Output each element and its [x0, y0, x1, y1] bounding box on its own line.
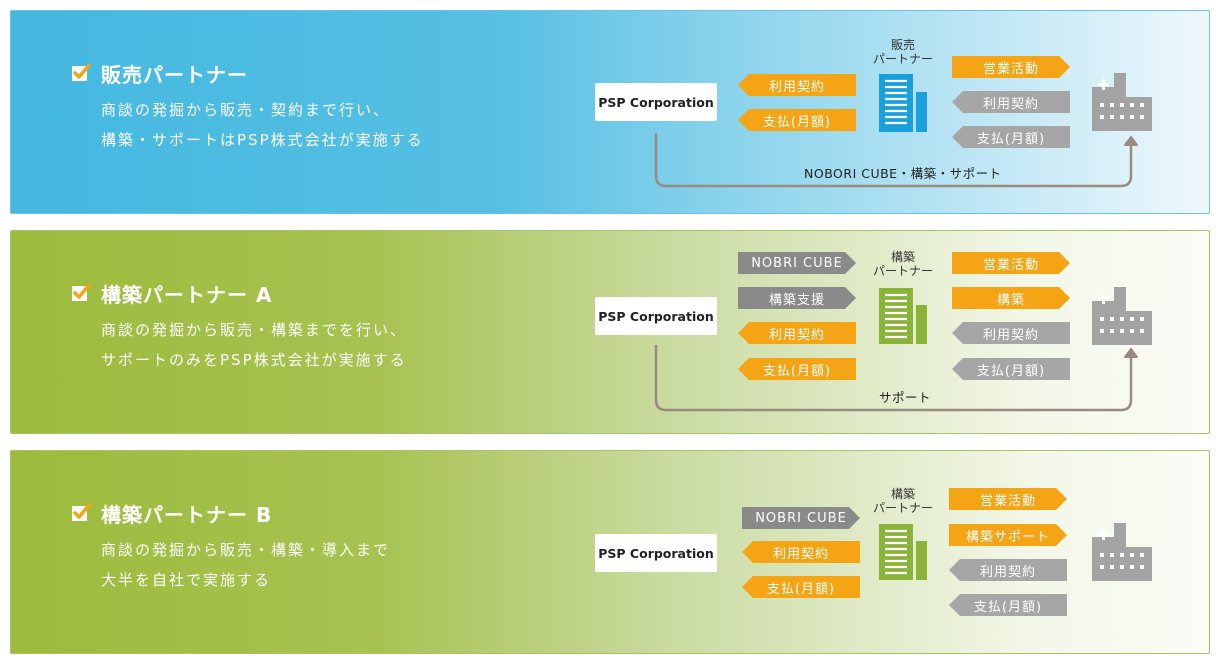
psp-corporation-box: PSP Corporation [595, 297, 717, 335]
contract-arrow: 利用契約 [949, 559, 1067, 581]
psp-corporation-box: PSP Corporation [595, 83, 717, 121]
flow-arrow-line [654, 133, 1138, 188]
partner-label-line: パートナー [872, 501, 933, 515]
partner-label: 構築 パートナー [863, 487, 943, 515]
build-support-arrow: 構築支援 [738, 287, 856, 309]
description-line: 大半を自社で実施する [101, 571, 272, 589]
psp-corporation-box: PSP Corporation [595, 534, 717, 572]
panel-description: 商談の発掘から販売・契約まで行い、 構築・サポートはPSP株式会社が実施する [101, 95, 424, 155]
description-line: 構築・サポートはPSP株式会社が実施する [101, 131, 424, 149]
panel-build-partner-b: 構築パートナー B 商談の発掘から販売・構築・導入まで 大半を自社で実施する P… [10, 450, 1210, 654]
contract-arrow: 利用契約 [738, 322, 856, 344]
panel-sales-partner: 販売パートナー 商談の発掘から販売・契約まで行い、 構築・サポートはPSP株式会… [10, 10, 1210, 214]
contract-arrow: 利用契約 [738, 74, 856, 96]
hospital-icon [1092, 287, 1152, 345]
build-support-arrow: 構築サポート [949, 524, 1067, 546]
description-line: 商談の発掘から販売・構築までを行い、 [101, 321, 408, 339]
checkbox-icon [72, 63, 91, 81]
partner-building-icon [879, 524, 927, 580]
description-line: 商談の発掘から販売・構築・導入まで [101, 541, 391, 559]
checkbox-icon [72, 503, 91, 521]
partner-label-line: パートナー [872, 52, 933, 66]
sales-activity-arrow: 営業活動 [949, 488, 1067, 510]
description-line: 商談の発掘から販売・契約まで行い、 [101, 101, 391, 119]
partner-label: 販売 パートナー [863, 38, 943, 66]
partner-building-icon [879, 288, 927, 344]
build-arrow: 構築 [952, 287, 1070, 309]
contract-arrow: 利用契約 [952, 322, 1070, 344]
payment-arrow: 支払(月額) [949, 594, 1067, 616]
panel-description: 商談の発掘から販売・構築までを行い、 サポートのみをPSP株式会社が実施する [101, 315, 407, 375]
contract-arrow: 利用契約 [742, 541, 860, 563]
payment-arrow: 支払(月額) [952, 358, 1070, 380]
partner-building-icon [879, 74, 927, 132]
flow-label: サポート [879, 390, 932, 405]
partner-label-line: 販売 [890, 38, 915, 52]
sales-activity-arrow: 営業活動 [952, 56, 1070, 78]
partner-label-line: 構築 [890, 250, 915, 264]
flow-arrow-line [654, 345, 1138, 412]
partner-label: 構築 パートナー [863, 250, 943, 278]
panel-title: 販売パートナー [101, 63, 248, 87]
checkbox-icon [72, 283, 91, 301]
product-arrow: NOBRI CUBE [738, 252, 856, 274]
payment-arrow: 支払(月額) [738, 358, 856, 380]
payment-arrow: 支払(月額) [952, 126, 1070, 148]
payment-arrow: 支払(月額) [742, 576, 860, 598]
sales-activity-arrow: 営業活動 [952, 252, 1070, 274]
payment-arrow: 支払(月額) [738, 109, 856, 131]
panel-title: 構築パートナー A [101, 283, 273, 307]
hospital-icon [1092, 73, 1152, 131]
panel-description: 商談の発掘から販売・構築・導入まで 大半を自社で実施する [101, 535, 390, 595]
panel-build-partner-a: 構築パートナー A 商談の発掘から販売・構築までを行い、 サポートのみをPSP株… [10, 230, 1210, 434]
partner-label-line: パートナー [872, 264, 933, 278]
contract-arrow: 利用契約 [952, 91, 1070, 113]
flow-label: NOBORI CUBE・構築・サポート [804, 166, 1002, 181]
partner-label-line: 構築 [890, 487, 915, 501]
product-arrow: NOBRI CUBE [742, 507, 860, 529]
hospital-icon [1092, 523, 1152, 581]
panel-title: 構築パートナー B [101, 503, 273, 527]
description-line: サポートのみをPSP株式会社が実施する [101, 351, 407, 369]
